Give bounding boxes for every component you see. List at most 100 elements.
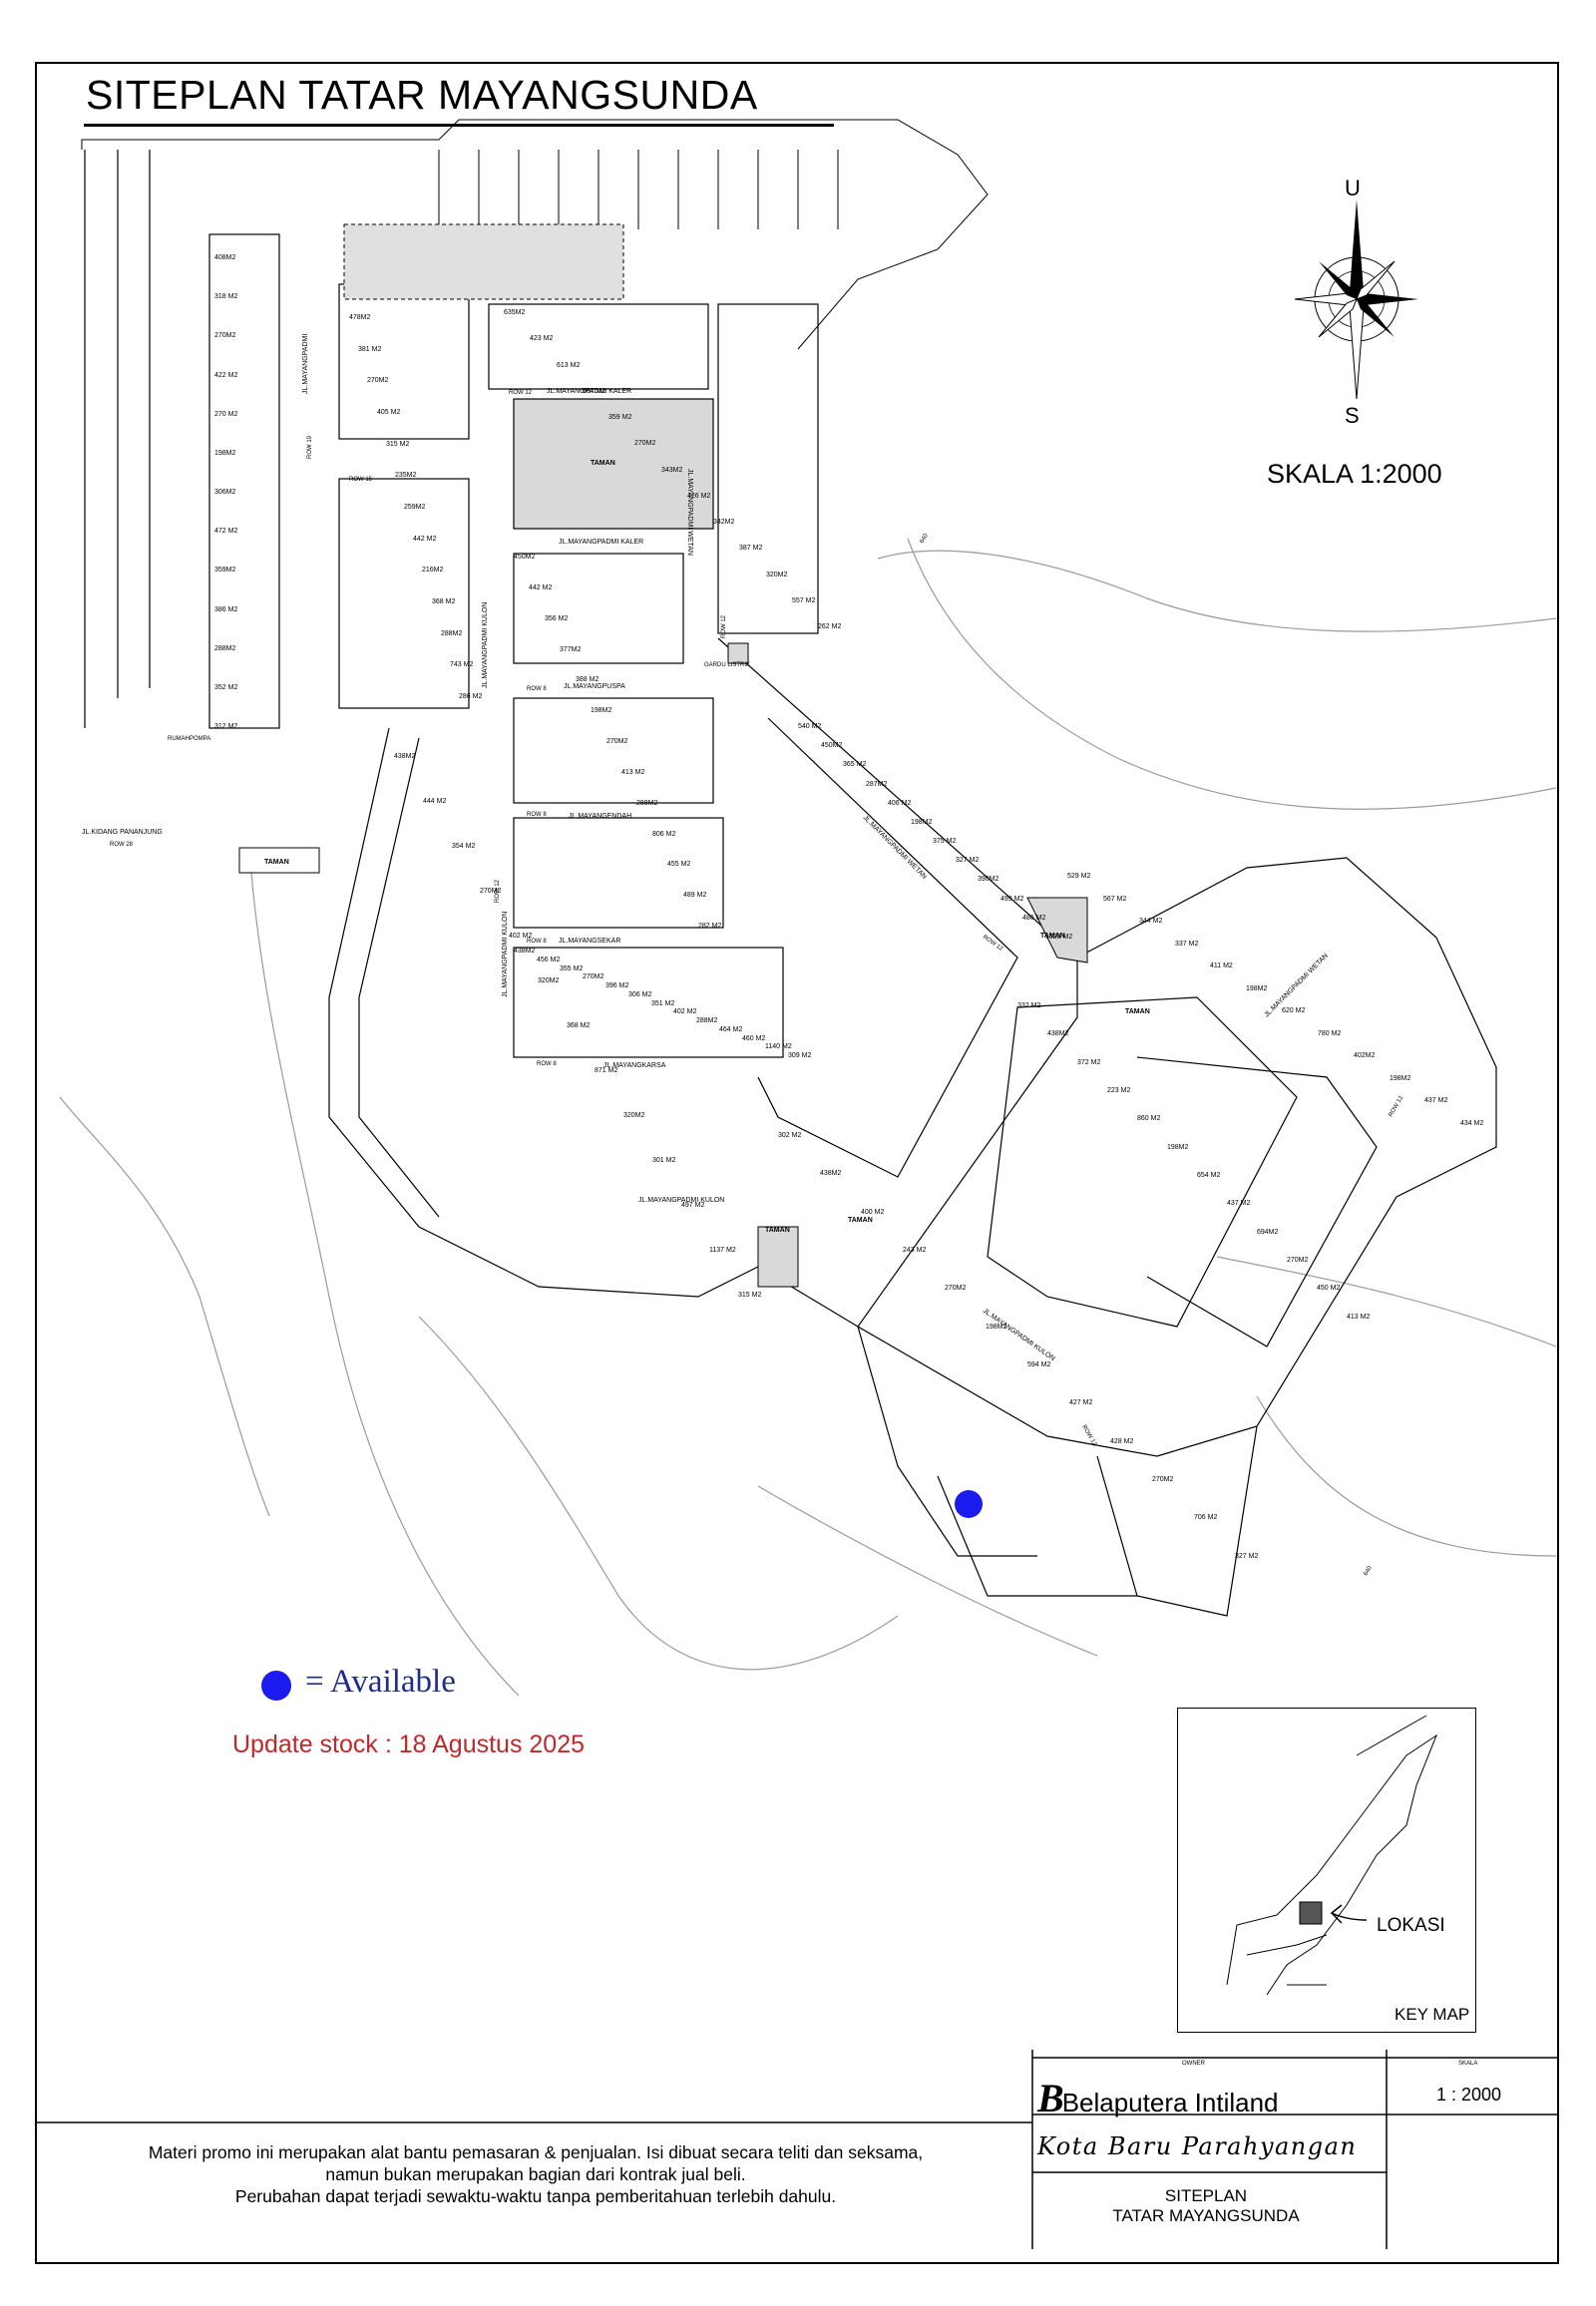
street-label: JL.MAYANGPADMI	[302, 334, 309, 394]
lot-area-label: 557 M2	[792, 597, 815, 604]
disclaimer-line-3: Perubahan dapat terjadi sewaktu-waktu ta…	[234, 2186, 837, 2206]
lot-area-label: 368 M2	[432, 598, 455, 605]
lot-area-label: 871 M2	[595, 1067, 617, 1074]
lot-area-label: 694M2	[1257, 1229, 1279, 1236]
available-legend-label: = Available	[305, 1664, 456, 1700]
lot-area-label: 489 M2	[683, 892, 706, 899]
compass-south-label: S	[1345, 403, 1360, 428]
lot-area-label: 243 M2	[903, 1247, 926, 1254]
lot-area-label: 422 M2	[214, 372, 237, 379]
lot-area-label: 413 M2	[1347, 1314, 1370, 1321]
lot-area-label: 635M2	[504, 309, 526, 316]
row-label: ROW 12	[1080, 1424, 1097, 1447]
scale-label: SKALA 1:2000	[1267, 459, 1442, 489]
lot-area-label: 1140 M2	[765, 1043, 792, 1050]
lot-area-label: 499 M2	[1000, 896, 1023, 903]
park-label: TAMAN	[591, 460, 615, 467]
lot-area-label: 343M2	[661, 467, 683, 474]
lot-area-label: 270 M2	[214, 411, 237, 418]
lot-area-label: 860 M2	[1137, 1115, 1160, 1122]
lot-area-label: 315 M2	[386, 441, 409, 448]
stock-update-label: Update stock : 18 Agustus 2025	[232, 1730, 586, 1758]
street-label: JL.MAYANGPADMI KULON	[482, 602, 489, 688]
row-label: ROW 8	[527, 686, 547, 692]
company-logo: B	[1037, 2076, 1064, 2120]
lot-area-label: 806 M2	[652, 831, 675, 838]
lot-area-label: 442 M2	[413, 536, 436, 543]
lot-area-label: 270M2	[606, 738, 628, 745]
lot-area-label: 613 M2	[557, 362, 580, 369]
lot-area-label: 388 M2	[576, 676, 598, 683]
title-block-scale: 1 : 2000	[1436, 2085, 1502, 2105]
lot-area-label: 270M2	[214, 332, 236, 339]
north-road	[81, 119, 989, 350]
lot-area-label: 372 M2	[1077, 1059, 1100, 1066]
lot-area-label: 198M2	[591, 707, 612, 714]
street-label: JL.MAYANGENDAH	[569, 813, 631, 820]
lot-area-label: 286 M2	[459, 693, 482, 700]
row-label: ROW 12	[721, 614, 727, 638]
lot-area-label: 198M2	[911, 819, 933, 826]
lot-area-label: 327 M2	[956, 857, 979, 864]
facility-label: RUMAHPOMPA	[168, 736, 210, 742]
lot-area-label: 198M2	[1246, 985, 1268, 992]
lot-area-label: 332 M2	[1017, 1002, 1040, 1009]
drawing-title-line-1: SITEPLAN	[1164, 2186, 1248, 2205]
lot-area-label: 427 M2	[1069, 1399, 1092, 1406]
street-label: JL.MAYANGPADMI KULON	[638, 1197, 724, 1204]
available-legend-dot	[261, 1671, 291, 1701]
lot-area-label: 486 M2	[1022, 915, 1045, 922]
page-title: SITEPLAN TATAR MAYANGSUNDA	[86, 72, 758, 118]
park-label: TAMAN	[264, 859, 289, 866]
lot-area-label: 301 M2	[652, 1157, 675, 1164]
lot-area-label: 396 M2	[605, 982, 628, 989]
street-label: JL.MAYANGPADMI KULON	[502, 912, 509, 997]
key-map-drawing	[1226, 1715, 1438, 1996]
lot-area-label: 198M2	[986, 1324, 1007, 1331]
lot-area-label: 198M2	[1167, 1144, 1189, 1151]
owner-caption: OWNER	[1182, 2061, 1205, 2067]
lot-area-label: 309 M2	[788, 1052, 811, 1059]
lot-area-label: 270M2	[1152, 1476, 1174, 1483]
lot-area-label: 444 M2	[423, 798, 446, 805]
lot-area-label: 315 M2	[738, 1292, 761, 1299]
compass-rose	[1294, 199, 1418, 400]
lot-area-label: 270M2	[1287, 1257, 1309, 1264]
row-label: ROW 12	[982, 935, 1004, 953]
row-label: ROW 28	[110, 842, 134, 848]
lot-area-label: 318 M2	[214, 293, 237, 300]
lot-area-label: 437 M2	[1227, 1200, 1250, 1207]
lot-area-label: 342M2	[713, 519, 735, 526]
lot-area-label: 288M2	[214, 645, 236, 652]
lot-area-label: 270M2	[634, 440, 656, 447]
lot-area-label: 455 M2	[667, 861, 690, 868]
elevation-label: 640	[1364, 1565, 1375, 1577]
lot-area-label: 386 M2	[214, 606, 237, 613]
street-label: JL.MAYANGPUSPA	[564, 683, 625, 690]
drawing-title-line-2: TATAR MAYANGSUNDA	[1112, 2206, 1300, 2225]
lot-area-label: 402M2	[1354, 1052, 1376, 1059]
lot-area-label: 472 M2	[214, 528, 237, 535]
available-lot-marker[interactable]	[955, 1490, 983, 1518]
lot-area-label: 344 M2	[1139, 918, 1162, 925]
lot-area-label: 411 M2	[1210, 962, 1233, 969]
street-label: JL.MAYANGPADMI WETAN	[686, 469, 693, 556]
lot-area-label: 390M2	[978, 876, 999, 883]
lot-area-label: 306 M2	[628, 991, 651, 998]
lot-area-label: 270M2	[367, 377, 389, 384]
lot-area-label: 365 M2	[843, 761, 866, 768]
lot-area-label: 359M2	[214, 567, 236, 574]
lot-area-label: 320M2	[766, 572, 788, 578]
central-block-lots	[717, 637, 1497, 1617]
street-label: JL.MAYANGKARSA	[603, 1062, 666, 1069]
project-name: Kota Baru Parahyangan	[1037, 2132, 1358, 2160]
lot-area-label: 282 M2	[698, 923, 721, 930]
lot-area-label: 460 M2	[742, 1035, 765, 1042]
lot-area-label: 327 M2	[1235, 1553, 1258, 1560]
lot-area-label: 428 M2	[1110, 1438, 1133, 1445]
lot-area-label: 306M2	[214, 489, 236, 496]
lot-area-label: 351 M2	[651, 1000, 674, 1007]
lot-area-label: 400 M2	[861, 1209, 884, 1216]
lot-area-label: 270M2	[480, 888, 502, 895]
contour-lines	[59, 538, 1557, 1697]
